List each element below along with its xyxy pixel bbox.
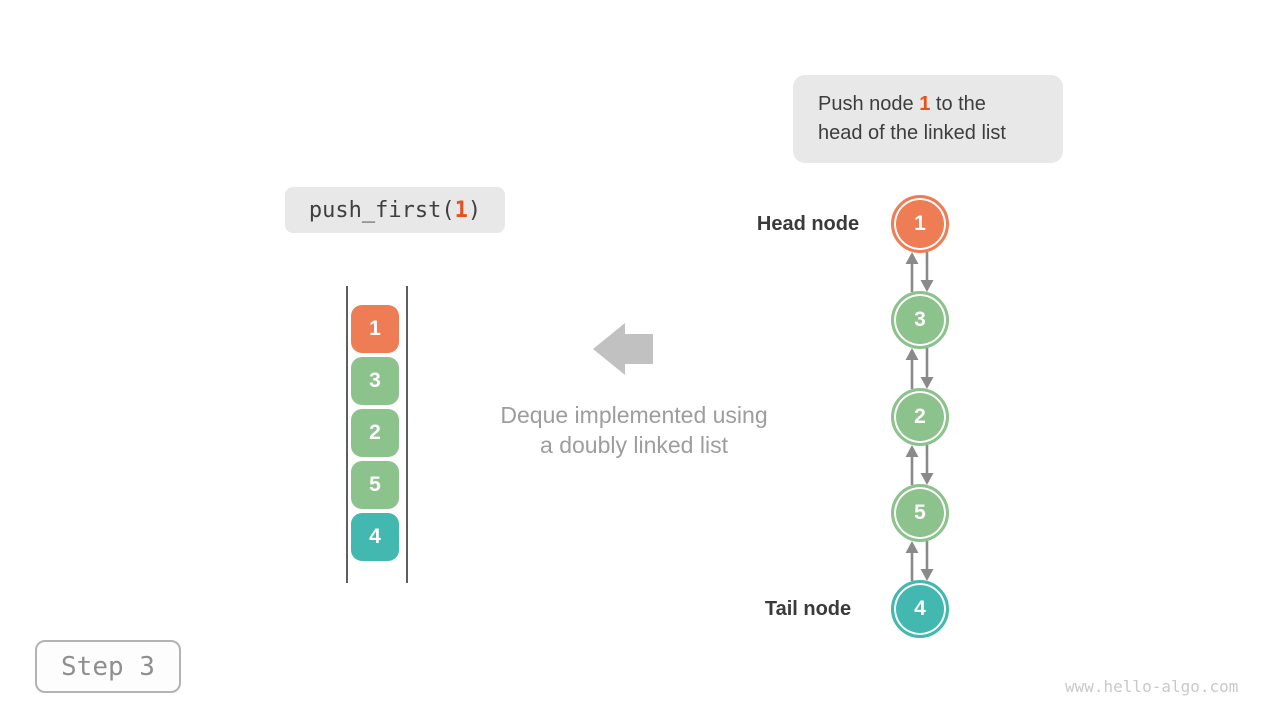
callout-line1-prefix: Push node — [818, 93, 920, 115]
stack-item: 1 — [351, 305, 399, 353]
arrowhead — [920, 569, 934, 581]
linked-list-column: 1 3 2 5 4 — [891, 195, 949, 638]
stack-right-wall — [406, 286, 408, 583]
list-node: 5 — [891, 484, 949, 542]
code-box: push_first(1) — [285, 187, 505, 233]
arrowhead — [905, 348, 919, 360]
list-node: 4 — [891, 580, 949, 638]
callout-line2: head of the linked list — [818, 122, 1006, 144]
caption-line2: a doubly linked list — [540, 432, 728, 458]
code-close: ) — [467, 197, 482, 223]
step-badge: Step 3 — [35, 640, 181, 693]
stack-item: 4 — [351, 513, 399, 561]
stack-item: 2 — [351, 409, 399, 457]
left-arrow-icon — [593, 323, 653, 375]
head-node-label: Head node — [756, 213, 860, 235]
callout-box: Push node 1 to the head of the linked li… — [793, 75, 1063, 163]
caption-line1: Deque implemented using — [500, 402, 768, 428]
code-arg: 1 — [454, 197, 468, 223]
arrowhead — [920, 473, 934, 485]
callout-line1-suffix: to the — [930, 93, 986, 115]
list-node: 2 — [891, 388, 949, 446]
arrowhead — [905, 445, 919, 457]
stack-item: 5 — [351, 461, 399, 509]
list-node: 1 — [891, 195, 949, 253]
code-fn: push_first( — [308, 197, 455, 223]
arrowhead — [920, 280, 934, 292]
arrowhead — [905, 252, 919, 264]
stack-item: 3 — [351, 357, 399, 405]
list-node: 3 — [891, 291, 949, 349]
callout-value: 1 — [919, 93, 931, 115]
caption: Deque implemented using a doubly linked … — [473, 400, 795, 460]
watermark: www.hello-algo.com — [1065, 677, 1239, 696]
arrowhead — [920, 377, 934, 389]
link-arrows — [905, 252, 934, 581]
stack-left-wall — [346, 286, 348, 583]
callout-text: Push node 1 to the head of the linked li… — [818, 90, 1006, 148]
arrowhead — [905, 541, 919, 553]
tail-node-label: Tail node — [764, 598, 852, 620]
